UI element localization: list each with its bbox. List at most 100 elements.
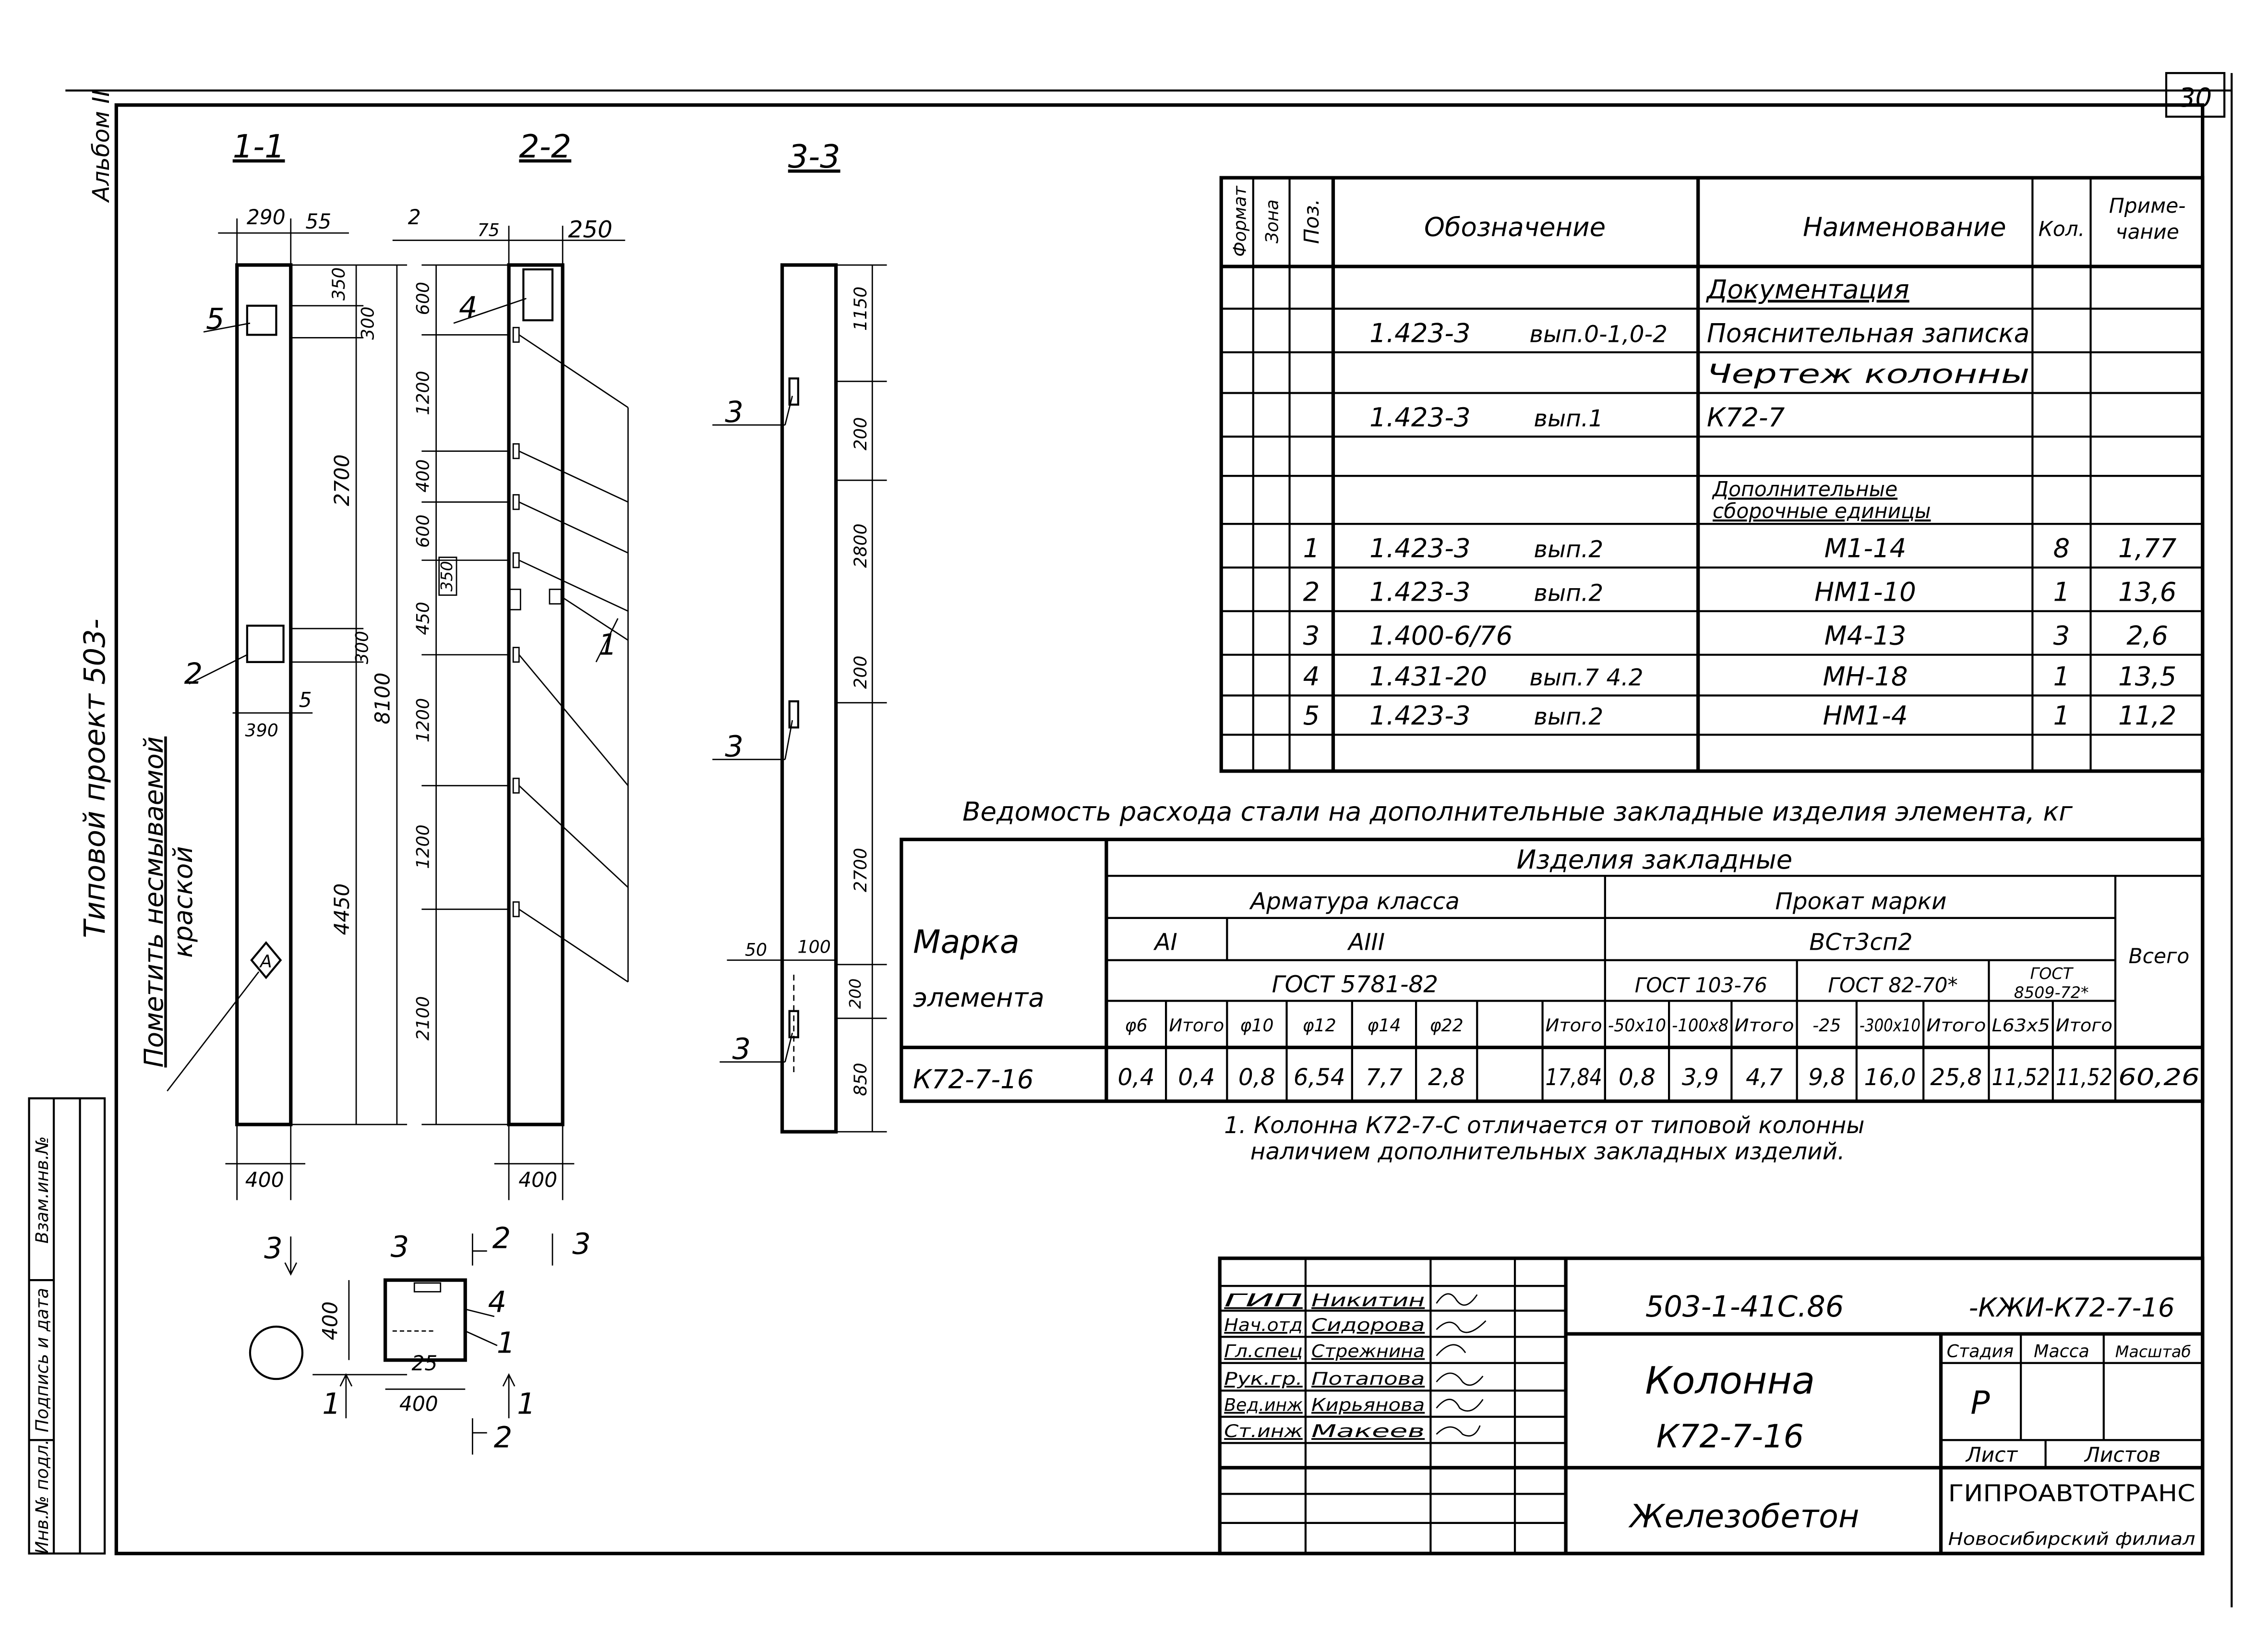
spec-header-designation: Обозначение xyxy=(1424,211,1606,242)
steel-gost-103: ГОСТ 103-76 xyxy=(1635,973,1767,997)
section-title-3-3: 3-3 xyxy=(788,138,840,175)
spec-issue: вып.2 xyxy=(1534,536,1603,563)
staff-role: Рук.гр. xyxy=(1224,1368,1303,1389)
spec-qty: 1 xyxy=(2053,661,2070,691)
plan-cut-1-right: 1 xyxy=(517,1388,536,1421)
steel-subheader: φ22 xyxy=(1430,1015,1464,1036)
steel-value: 11,52 xyxy=(1992,1064,2050,1091)
steel-subheader: -25 xyxy=(1812,1015,1841,1036)
steel-value: 0,8 xyxy=(1238,1064,1275,1091)
spec-designation: 1.400-6/76 xyxy=(1369,620,1512,651)
steel-gost-rebar: ГОСТ 5781-82 xyxy=(1272,971,1438,998)
dim-2-2-2: 2 xyxy=(408,206,421,229)
section-title-2-2: 2-2 xyxy=(519,128,571,165)
plan-label-4: 4 xyxy=(488,1286,507,1319)
spec-pos: 5 xyxy=(1303,700,1320,731)
steel-subheader: Итого xyxy=(1169,1015,1224,1036)
document-code-suffix: -КЖИ-К72-7-16 xyxy=(1969,1292,2175,1323)
signatures xyxy=(1436,1293,1487,1437)
plan-dim-400: 400 xyxy=(399,1392,438,1416)
spec-note: 13,5 xyxy=(2118,661,2176,691)
dim-3-3-50: 50 xyxy=(745,940,767,960)
steel-header-mark-1: Марка xyxy=(913,923,1020,961)
dim-3-3-100: 100 xyxy=(797,937,830,957)
staff-name: Кирьянова xyxy=(1311,1395,1425,1415)
spec-pos: 1 xyxy=(1303,533,1320,564)
dim-1-1-2700: 2700 xyxy=(330,454,354,506)
steel-class-a3: АIII xyxy=(1347,929,1385,956)
plan-cut-3-right: 3 xyxy=(572,1228,591,1261)
spec-issue: вып.1 xyxy=(1534,405,1603,432)
staff-name: Никитин xyxy=(1311,1290,1425,1311)
steel-gost-82: ГОСТ 82-70* xyxy=(1828,973,1957,997)
plan-label-1: 1 xyxy=(497,1327,516,1360)
scale-label: Масштаб xyxy=(2115,1342,2191,1361)
spec-designation: 1.423-3 xyxy=(1369,317,1470,348)
spec-name: Документация xyxy=(1706,274,1909,305)
spec-name-line2: сборочные единицы xyxy=(1713,499,1931,523)
spec-name: МН-18 xyxy=(1823,661,1908,691)
dim-2-2-450: 450 xyxy=(413,602,433,635)
dim-1-1-290: 290 xyxy=(247,206,286,229)
spec-note: 2,6 xyxy=(2126,620,2168,651)
dim-2-2-75: 75 xyxy=(478,219,500,240)
steel-value: 17,84 xyxy=(1546,1064,1602,1091)
spec-name: М1-14 xyxy=(1824,533,1907,564)
dim-2-2-2100: 2100 xyxy=(413,996,433,1040)
item-name: Колонна xyxy=(1645,1358,1815,1402)
dim-1-1-8100: 8100 xyxy=(371,673,395,725)
dim-1-1-55: 55 xyxy=(305,210,331,233)
steel-header-total: Всего xyxy=(2128,944,2189,968)
spec-qty: 1 xyxy=(2053,577,2070,607)
steel-subheader: -50х10 xyxy=(1608,1015,1666,1036)
sheet-number: 30 xyxy=(2179,82,2212,113)
dim-1-1-350: 350 xyxy=(328,267,349,301)
steel-value: 0,4 xyxy=(1118,1064,1155,1091)
steel-grade: ВСт3сп2 xyxy=(1809,929,1912,956)
spec-name: М4-13 xyxy=(1824,620,1907,651)
pos-label-5: 5 xyxy=(206,302,225,336)
sheet-label: Лист xyxy=(1965,1443,2018,1467)
marking-note-line2: краской xyxy=(168,846,198,958)
steel-note-line1: 1. Колонна К72-7-С отличается от типовой… xyxy=(1224,1112,1864,1139)
dim-1-1-300a: 300 xyxy=(357,306,378,339)
dim-3-3-1150: 1150 xyxy=(850,287,871,331)
staff-role: Вед.инж xyxy=(1224,1395,1303,1415)
spec-designation: 1.423-3 xyxy=(1369,577,1470,607)
dim-2-2-600b: 600 xyxy=(413,515,433,548)
mass-label: Масса xyxy=(2034,1341,2089,1362)
spec-header-pos: Поз. xyxy=(1300,199,1323,244)
spec-pos: 4 xyxy=(1303,661,1320,691)
steel-value: 6,54 xyxy=(1294,1064,1345,1091)
item-mark: К72-7-16 xyxy=(1656,1417,1804,1455)
stage-value: Р xyxy=(1970,1384,1990,1422)
pos-label-3b: 3 xyxy=(725,730,744,764)
dim-3-3-200b: 200 xyxy=(850,655,871,689)
steel-subheader: Итого xyxy=(2056,1015,2112,1036)
dim-3-3-2800: 2800 xyxy=(850,523,871,568)
steel-value: 60,26 xyxy=(2118,1064,2200,1091)
steel-table-title: Ведомость расхода стали на дополнительны… xyxy=(962,796,2073,827)
steel-value: 4,7 xyxy=(1746,1064,1783,1091)
steel-gost-8509-a: ГОСТ xyxy=(2030,964,2074,983)
steel-value: 0,4 xyxy=(1178,1064,1215,1091)
plan-dim-400-vertical: 400 xyxy=(319,1301,342,1340)
pos-label-3c: 3 xyxy=(732,1033,751,1066)
spec-qty: 8 xyxy=(2053,533,2070,564)
steel-value: 2,8 xyxy=(1428,1064,1465,1091)
spec-header-name: Наименование xyxy=(1803,211,2006,242)
steel-value: 9,8 xyxy=(1808,1064,1845,1091)
pos-label-1: 1 xyxy=(599,629,617,662)
steel-row-mark: К72-7-16 xyxy=(913,1064,1033,1094)
steel-class-a1: АI xyxy=(1153,929,1177,956)
spec-pos: 3 xyxy=(1303,620,1320,651)
spec-name: Пояснительная записка xyxy=(1707,317,2029,348)
steel-consumption-table xyxy=(900,837,2205,1103)
spec-qty: 1 xyxy=(2053,700,2070,731)
section-title-1-1: 1-1 xyxy=(233,128,285,165)
pos-label-4: 4 xyxy=(459,291,478,325)
sheets-label: Листов xyxy=(2084,1443,2160,1467)
dim-1-1-300b: 300 xyxy=(351,631,372,664)
staff-name: Сидорова xyxy=(1311,1315,1425,1335)
